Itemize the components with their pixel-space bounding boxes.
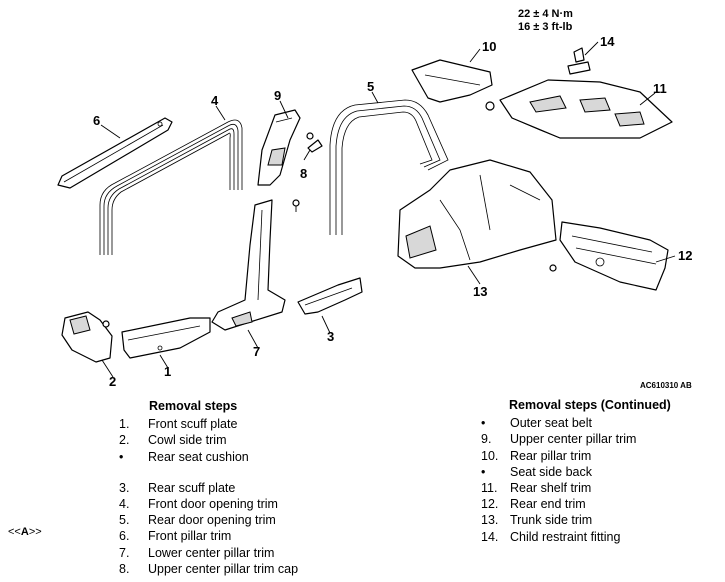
list-item: 3.Rear scuff plate — [119, 480, 236, 495]
trim-exploded-diagram: 1 2 3 4 5 6 7 8 9 10 11 12 13 14 22 ± 4 … — [57, 8, 692, 390]
callout-1: 1 — [164, 364, 171, 379]
list-item: 2.Cowl side trim — [119, 433, 227, 448]
list-item: •Rear seat cushion — [119, 449, 249, 464]
trunk-side-trim-part — [397, 159, 557, 269]
list-item: 1.Front scuff plate — [119, 417, 238, 432]
list-item: 14.Child restraint fitting — [481, 529, 621, 544]
list-item: •Seat side back — [481, 464, 592, 479]
callout-5: 5 — [367, 79, 374, 94]
callout-3: 3 — [327, 329, 334, 344]
callout-10: 10 — [482, 39, 496, 54]
upper-center-pillar-trim-part — [257, 109, 301, 186]
callout-8: 8 — [300, 166, 307, 181]
section-link-a[interactable]: <<A>> — [8, 526, 42, 538]
callout-14: 14 — [600, 34, 615, 49]
rear-pillar-trim-part — [411, 59, 493, 103]
callout-4: 4 — [211, 93, 219, 108]
list-item: 9.Upper center pillar trim — [481, 432, 637, 447]
list-item: 10.Rear pillar trim — [481, 448, 592, 463]
removal-steps-heading: Removal steps — [149, 399, 238, 413]
clip-icon — [102, 320, 110, 328]
list-item: 6.Front pillar trim — [119, 529, 232, 544]
list-item: 12.Rear end trim — [481, 497, 586, 512]
list-item: 7.Lower center pillar trim — [119, 545, 275, 560]
callout-11: 11 — [653, 81, 667, 96]
front-scuff-plate-part — [121, 317, 211, 359]
child-restraint-fitting-part — [567, 47, 591, 75]
callout-7: 7 — [253, 344, 260, 359]
list-item: •Outer seat belt — [481, 416, 592, 431]
list-item: 8.Upper center pillar trim cap — [119, 561, 299, 576]
rear-scuff-plate-part — [297, 277, 363, 315]
removal-steps-continued-heading: Removal steps (Continued) — [509, 398, 671, 412]
lower-center-pillar-trim-part — [211, 199, 286, 331]
list-item: 11.Rear shelf trim — [481, 481, 592, 496]
torque-spec-metric: 22 ± 4 N·m — [518, 8, 573, 20]
cowl-side-trim-part — [61, 311, 113, 363]
clip-icon-2 — [549, 264, 557, 272]
rear-shelf-trim-part — [499, 79, 673, 139]
figure-code: AC610310 AB — [640, 381, 692, 390]
rear-door-opening-trim-part — [329, 99, 449, 235]
front-pillar-trim-part — [57, 117, 173, 189]
fastener-icon — [485, 101, 495, 111]
list-item: 5.Rear door opening trim — [119, 513, 276, 528]
callout-2: 2 — [109, 374, 116, 389]
removal-steps-continued-list: Removal steps (Continued) •Outer seat be… — [481, 397, 671, 545]
torque-spec-imperial: 16 ± 3 ft-lb — [518, 21, 573, 33]
callout-13: 13 — [473, 284, 487, 299]
removal-steps-list: Removal steps 1.Front scuff plate 2.Cowl… — [119, 398, 298, 577]
front-door-opening-trim-part — [99, 119, 243, 255]
list-item: 4.Front door opening trim — [119, 497, 278, 512]
bolt-icon — [292, 199, 300, 207]
rear-end-trim-part — [559, 221, 669, 291]
callout-9: 9 — [274, 88, 281, 103]
callout-12: 12 — [678, 248, 692, 263]
callout-6: 6 — [93, 113, 100, 128]
list-item: 13.Trunk side trim — [481, 513, 593, 528]
pillar-trim-cap-part — [306, 132, 323, 153]
